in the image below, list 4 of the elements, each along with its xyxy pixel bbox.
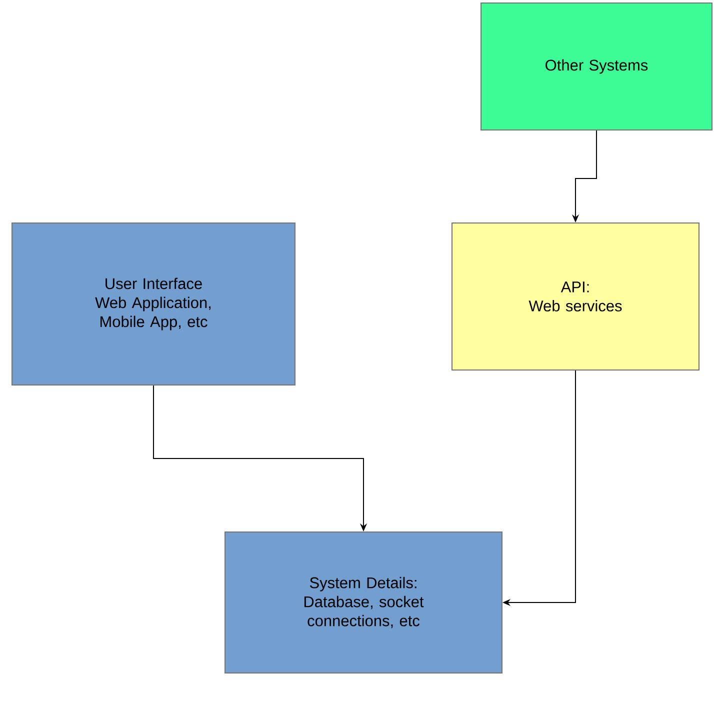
process-box: API: Web services (452, 222, 700, 370)
process-box: System Details: Database, socket connections, etc (224, 532, 502, 674)
process-box: User Interface Web Application, Mobile App, etc (12, 222, 296, 386)
process-box: Other Systems (480, 2, 712, 130)
